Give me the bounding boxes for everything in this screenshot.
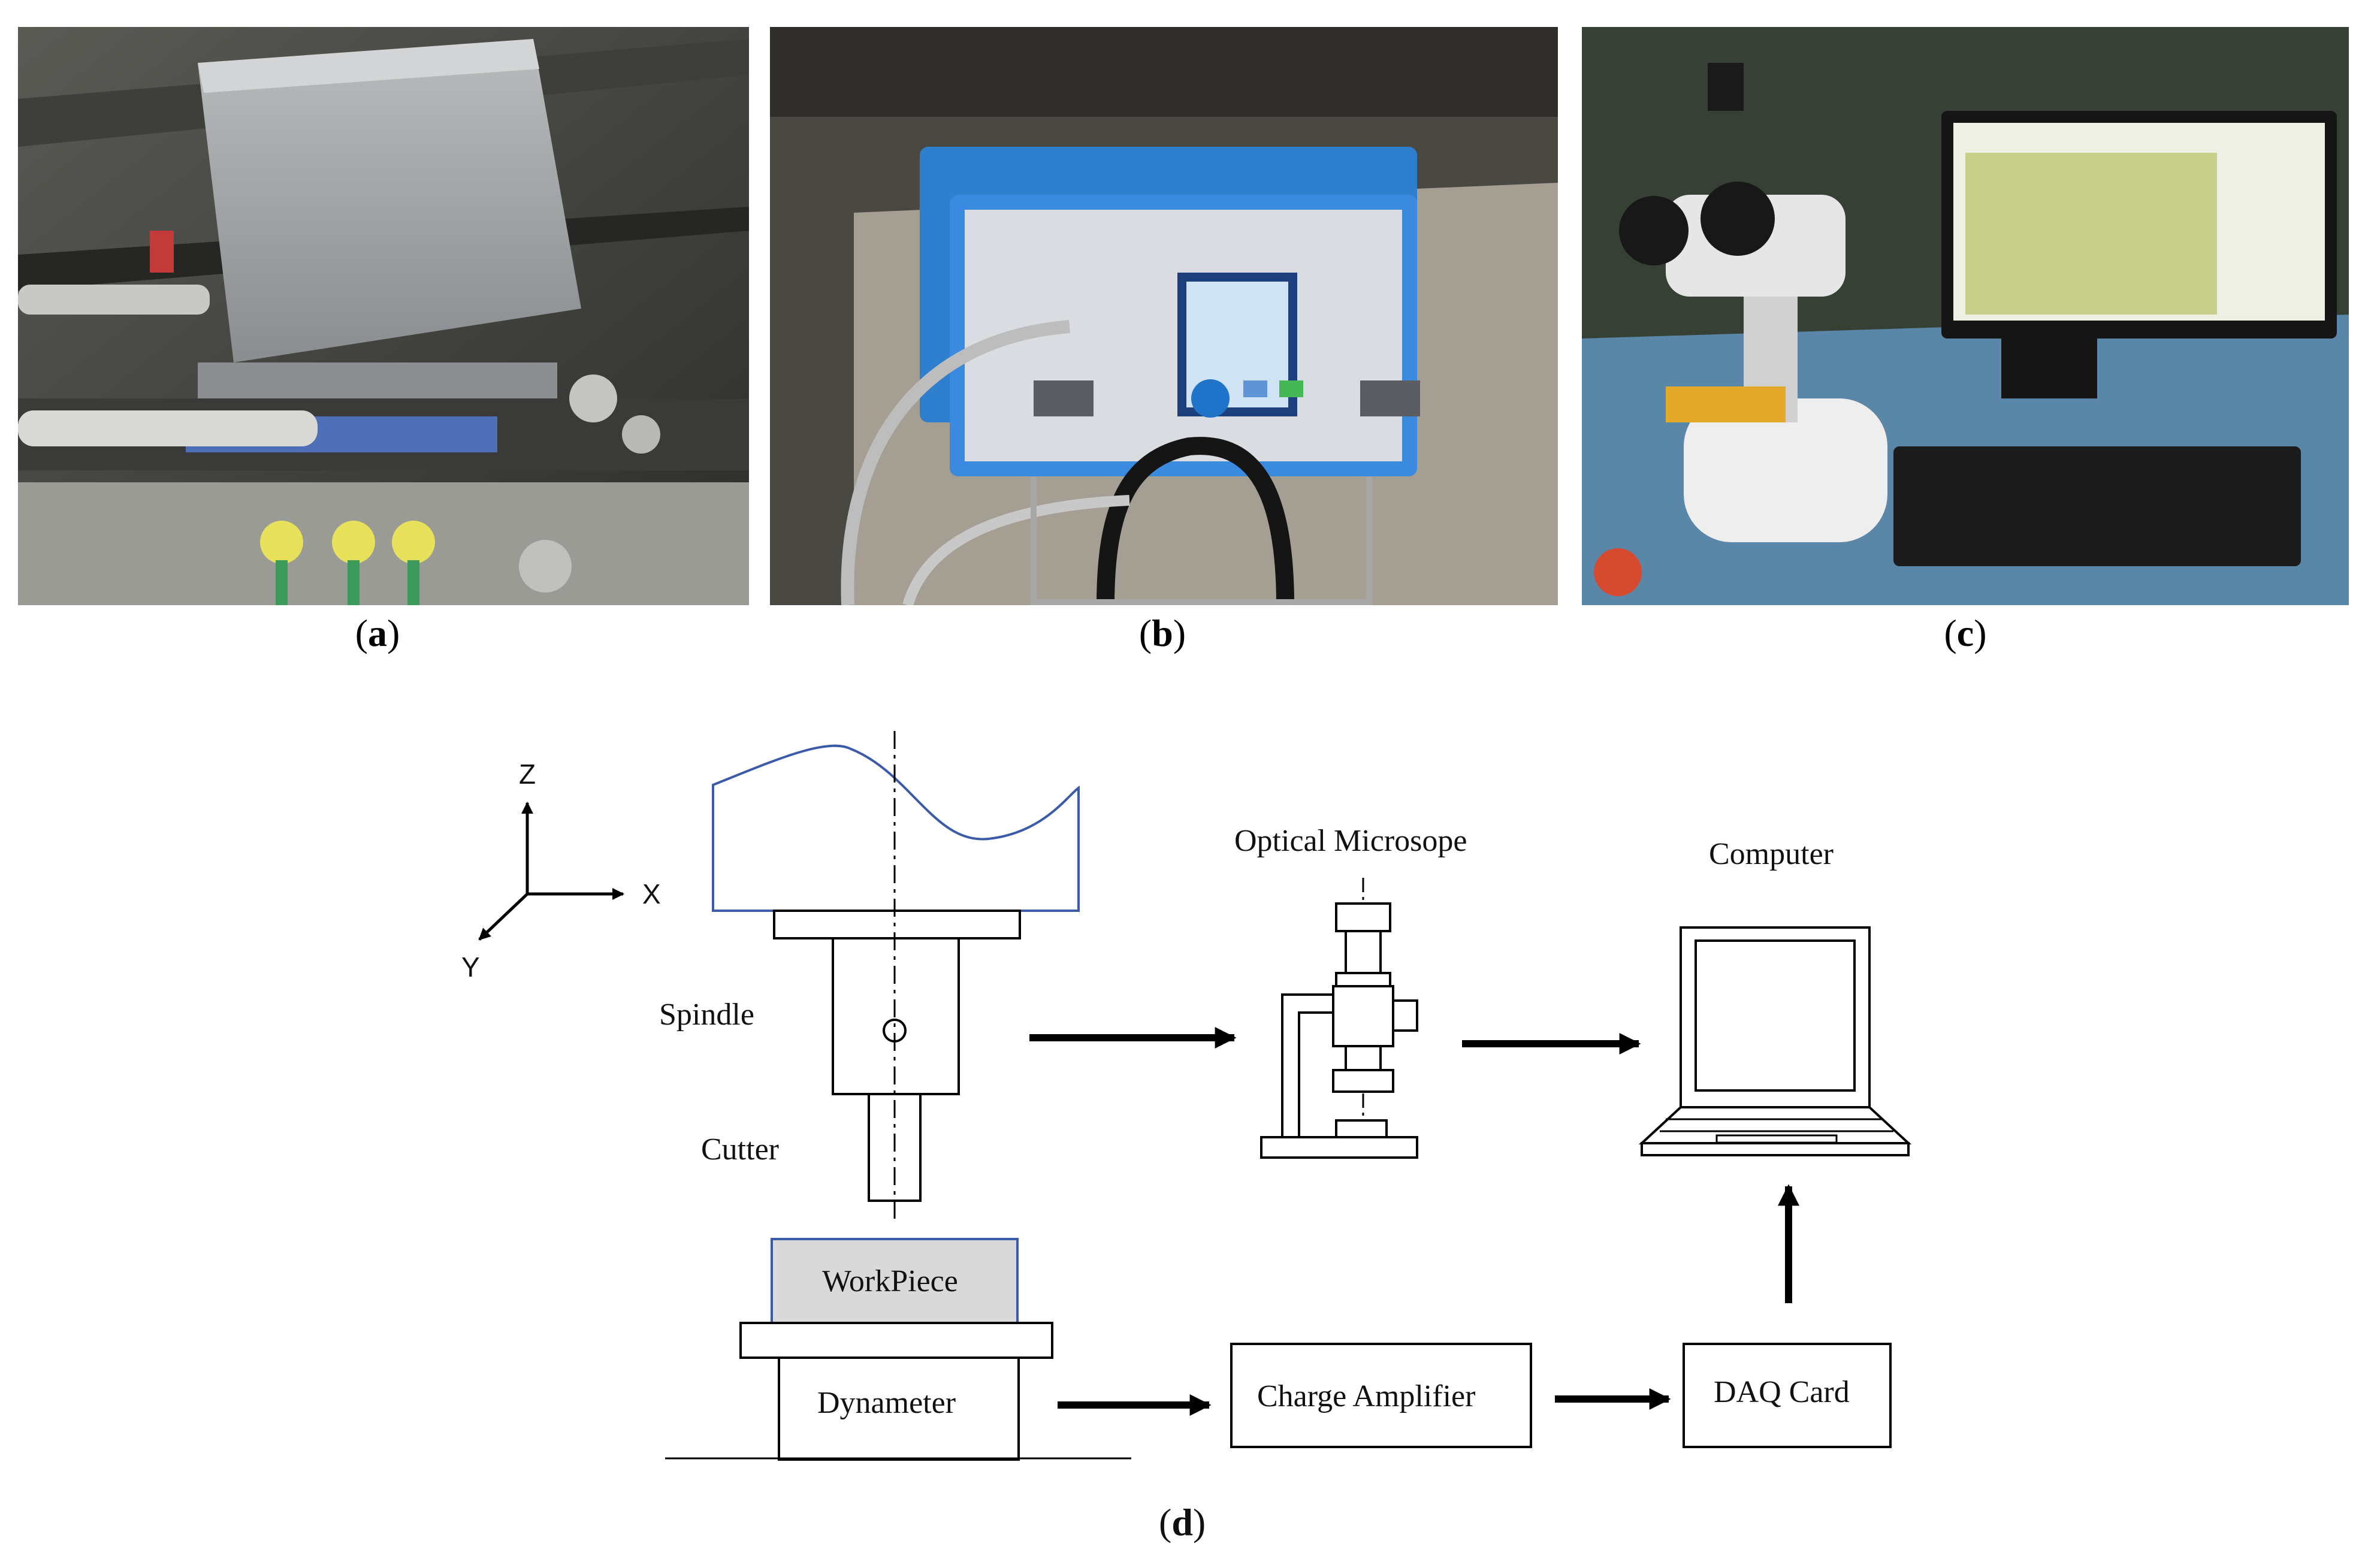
caption-b: (b) — [1138, 612, 1186, 654]
charge-amplifier-label: Charge Amplifier — [1257, 1379, 1475, 1413]
charge-amplifier-box — [1230, 1343, 1532, 1448]
axis-x-label: X — [642, 878, 661, 910]
caption-c: (c) — [1944, 612, 1987, 654]
photo-microscope-computer — [1582, 27, 2349, 605]
signal-chain: Charge Amplifier DAQ Card — [1230, 1343, 1892, 1448]
optical-microscope: Optical Microsope — [1234, 824, 1467, 1159]
setup-diagram: Z X Y Spindle Cutter WorkPiece Dynameter… — [461, 731, 1912, 1543]
axis-z-label: Z — [519, 759, 536, 790]
caption-d: (d) — [1159, 1501, 1206, 1543]
microscope-label: Optical Microsope — [1234, 824, 1467, 858]
coordinate-axes: Z X Y — [461, 759, 661, 983]
daq-card-label: DAQ Card — [1714, 1375, 1850, 1409]
computer-laptop: Computer — [1638, 837, 1912, 1156]
axis-y-label: Y — [461, 951, 480, 983]
cutter-label: Cutter — [701, 1132, 779, 1167]
spindle-label: Spindle — [659, 998, 754, 1032]
workpiece-dynamometer-stack: WorkPiece Dynameter — [665, 1238, 1131, 1461]
workpiece-label: WorkPiece — [822, 1264, 958, 1298]
daq-card-box — [1683, 1343, 1892, 1448]
photo-charge-amplifier — [770, 27, 1558, 605]
flow-arrows — [1029, 1027, 1799, 1416]
photo-workpiece-dynamometer — [18, 27, 749, 605]
caption-a: (a) — [355, 612, 400, 654]
computer-label: Computer — [1709, 837, 1834, 871]
dynamometer-label: Dynameter — [817, 1386, 956, 1420]
machine-spindle-head: Spindle Cutter — [659, 731, 1080, 1222]
